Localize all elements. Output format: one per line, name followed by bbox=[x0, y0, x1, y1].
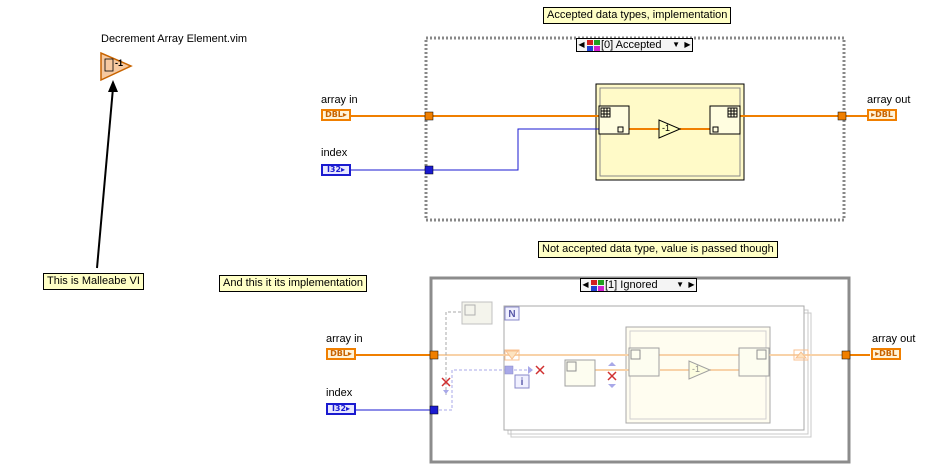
top-array-in-label: array in bbox=[321, 94, 358, 106]
bottom-array-in-terminal[interactable]: DBL▸ bbox=[326, 348, 356, 360]
bottom-loop-iteration-text: i bbox=[521, 377, 524, 388]
comment-malleable-vi: This is Malleabe VI bbox=[43, 273, 144, 290]
bottom-decrement-text: -1 bbox=[692, 364, 701, 374]
top-decrement-text: -1 bbox=[662, 123, 671, 133]
top-case-dropdown-icon[interactable]: ▼ bbox=[672, 40, 680, 49]
bottom-index-label: index bbox=[326, 387, 353, 399]
bottom-array-size-grid-icon bbox=[464, 304, 476, 316]
bottom-array-size-node[interactable] bbox=[461, 301, 493, 325]
bottom-broken-wire-icon-left bbox=[441, 377, 451, 394]
bottom-array-in-label: array in bbox=[326, 333, 363, 345]
bottom-broken-wire-icon-mid bbox=[528, 365, 545, 375]
bottom-index-type: I32 bbox=[331, 404, 347, 413]
bottom-index-array-node-outer[interactable] bbox=[564, 359, 596, 387]
malleable-vi-title: Decrement Array Element.vim bbox=[101, 33, 248, 45]
malleable-arrow-line bbox=[96, 87, 114, 269]
top-array-in-terminal[interactable]: DBL▸ bbox=[321, 109, 351, 121]
bottom-array-out-terminal[interactable]: ▸DBL bbox=[871, 348, 901, 360]
comment-accepted: Accepted data types, implementation bbox=[543, 7, 732, 24]
bottom-case-prev-arrow-icon[interactable]: ◀ bbox=[582, 280, 589, 289]
top-index-tunnel-in bbox=[424, 165, 434, 175]
top-array-tunnel-out bbox=[837, 111, 847, 121]
malleable-vi-icon[interactable] bbox=[100, 51, 133, 82]
top-index-type: I32 bbox=[326, 165, 342, 174]
bottom-index-terminal[interactable]: I32▸ bbox=[326, 403, 356, 415]
bottom-array-tunnel-in bbox=[429, 350, 439, 360]
top-decrement-node[interactable] bbox=[658, 119, 682, 139]
bottom-index-array-node[interactable] bbox=[628, 347, 660, 377]
top-case-selector[interactable]: ◀ [0] Accepted ▼ ▶ bbox=[576, 38, 693, 52]
bottom-index-grid-icon bbox=[630, 349, 641, 360]
bottom-case-label: [1] Ignored bbox=[605, 279, 658, 291]
bottom-loop-count-terminal[interactable] bbox=[504, 306, 520, 321]
top-index-terminal[interactable]: I32▸ bbox=[321, 164, 351, 176]
top-array-tunnel-in bbox=[424, 111, 434, 121]
top-case-type-icon bbox=[587, 40, 601, 51]
malleable-vi-array-icon bbox=[104, 58, 114, 72]
bottom-loop-iteration-terminal[interactable] bbox=[514, 374, 530, 389]
bottom-array-in-type: DBL bbox=[330, 349, 348, 358]
bottom-case-dropdown-icon[interactable]: ▼ bbox=[676, 280, 684, 289]
top-array-out-label: array out bbox=[867, 94, 911, 106]
bottom-index-loop-tunnel bbox=[504, 365, 514, 375]
malleable-vi-icon-text: -1 bbox=[115, 58, 124, 68]
top-index-label: index bbox=[321, 147, 348, 159]
top-case-label: [0] Accepted bbox=[601, 39, 662, 51]
top-case-next-arrow-icon[interactable]: ▶ bbox=[684, 40, 691, 49]
bottom-index-outer-grid-icon bbox=[566, 361, 577, 372]
bottom-loop-tunnel-out bbox=[793, 349, 809, 361]
top-case-prev-arrow-icon[interactable]: ◀ bbox=[578, 40, 585, 49]
top-replace-grid-icon bbox=[712, 107, 738, 133]
malleable-arrow-head bbox=[108, 80, 118, 92]
bottom-array-out-type: DBL bbox=[879, 349, 897, 358]
bottom-count-wire-faded[interactable] bbox=[445, 311, 462, 395]
bottom-broken-wire-icon-right bbox=[607, 362, 617, 388]
bottom-index-tunnel-in bbox=[429, 405, 439, 415]
bottom-case-next-arrow-icon[interactable]: ▶ bbox=[688, 280, 695, 289]
comment-not-accepted: Not accepted data type, value is passed … bbox=[538, 241, 778, 258]
bottom-loop-count-text: N bbox=[508, 309, 515, 320]
top-replace-array-node[interactable] bbox=[709, 105, 741, 135]
top-array-out-terminal[interactable]: ▸DBL bbox=[867, 109, 897, 121]
bottom-case-selector[interactable]: ◀ [1] Ignored ▼ ▶ bbox=[580, 278, 697, 292]
top-array-out-type: DBL bbox=[875, 110, 893, 119]
bottom-loop-shift-in bbox=[505, 350, 519, 360]
bottom-index-wire-faded[interactable] bbox=[434, 369, 530, 411]
comment-implementation: And this it its implementation bbox=[219, 275, 368, 292]
bottom-loop-tunnel-in bbox=[504, 349, 520, 361]
bottom-replace-grid-icon bbox=[756, 349, 767, 360]
top-index-grid-icon bbox=[600, 107, 624, 133]
top-index-wire[interactable] bbox=[350, 128, 604, 171]
bottom-array-tunnel-out bbox=[841, 350, 851, 360]
bottom-loop-shift-out bbox=[794, 351, 808, 359]
bottom-case-type-icon bbox=[591, 280, 605, 291]
top-array-in-type: DBL bbox=[325, 110, 343, 119]
bottom-decrement-node[interactable] bbox=[688, 360, 712, 380]
bottom-array-out-label: array out bbox=[872, 333, 916, 345]
bottom-replace-array-node[interactable] bbox=[738, 347, 770, 377]
